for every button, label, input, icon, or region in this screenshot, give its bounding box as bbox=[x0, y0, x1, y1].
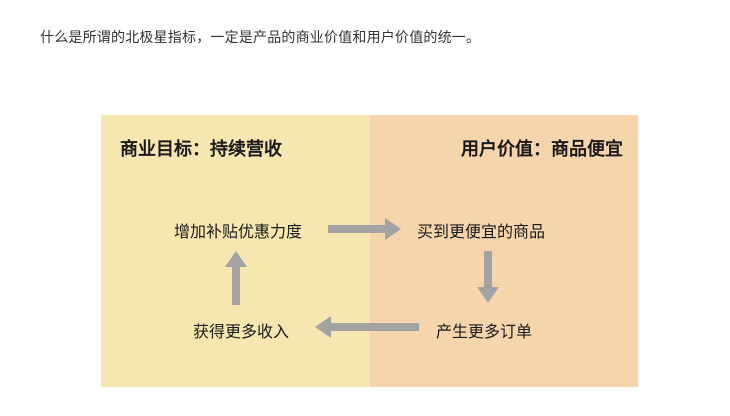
flywheel-diagram: 商业目标：持续营收 用户价值：商品便宜 增加补贴优惠力度 买到更便宜的商品 产生… bbox=[101, 115, 638, 387]
node-more-revenue: 获得更多收入 bbox=[193, 322, 290, 341]
arrow-right-icon bbox=[328, 218, 401, 240]
left-panel bbox=[101, 115, 370, 387]
arrow-down-icon bbox=[477, 251, 499, 303]
node-increase-subsidy: 增加补贴优惠力度 bbox=[174, 222, 303, 241]
left-title: 商业目标：持续营收 bbox=[120, 139, 282, 160]
arrow-left-icon bbox=[315, 316, 419, 338]
intro-text: 什么是所谓的北极星指标，一定是产品的商业价值和用户价值的统一。 bbox=[40, 30, 481, 46]
node-buy-cheaper: 买到更便宜的商品 bbox=[417, 222, 546, 241]
arrow-up-icon bbox=[225, 251, 247, 305]
node-more-orders: 产生更多订单 bbox=[436, 322, 533, 341]
right-panel bbox=[370, 115, 638, 387]
right-title: 用户价值：商品便宜 bbox=[461, 139, 623, 160]
arrows-layer bbox=[225, 218, 499, 338]
